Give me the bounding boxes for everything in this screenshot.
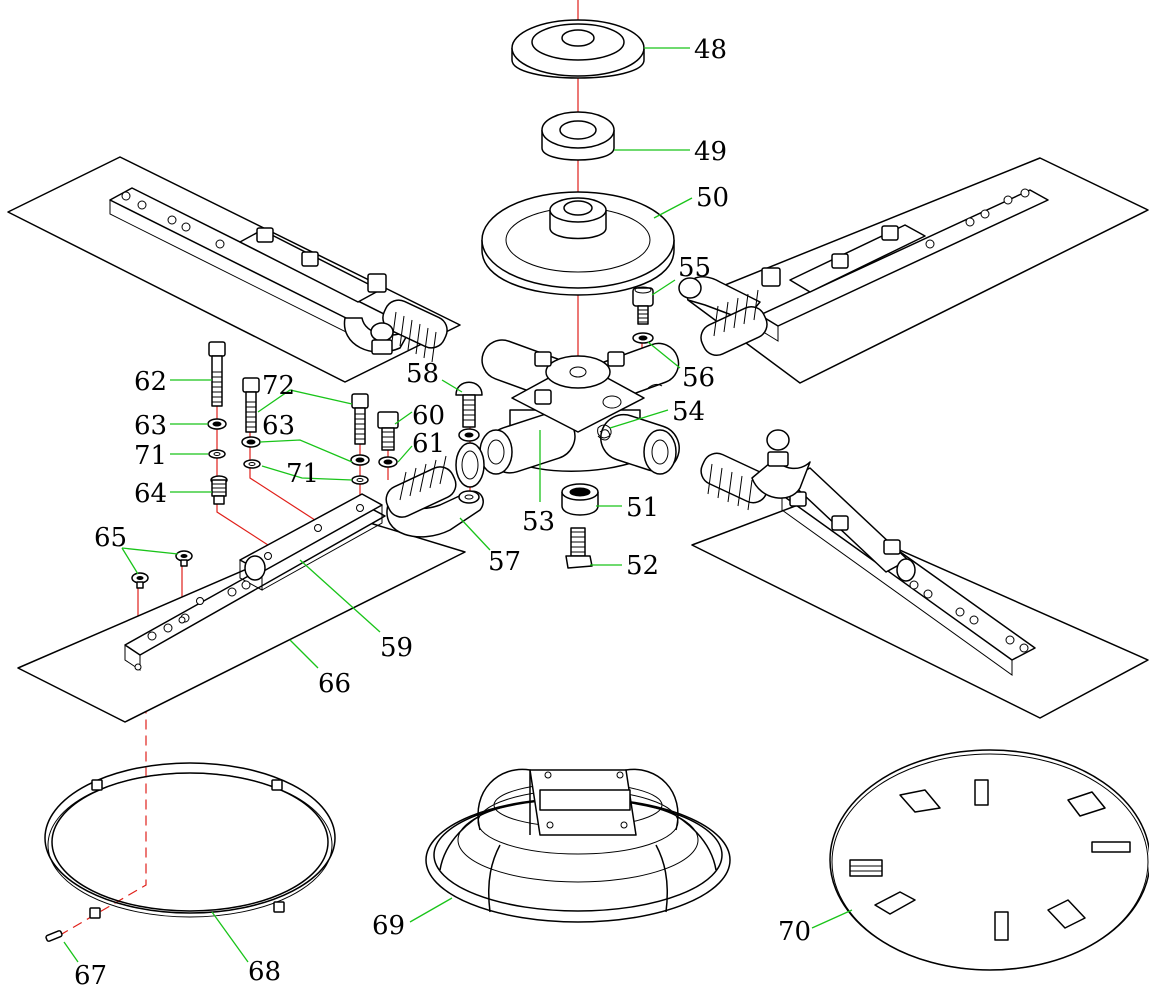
callout-54: 54	[672, 397, 705, 427]
leader-lines	[63, 47, 853, 963]
callout-72: 72	[262, 371, 295, 401]
part-67-small-screw	[45, 930, 63, 942]
part-65-screw-b	[131, 572, 149, 589]
part-57-arm-bracket	[385, 442, 485, 538]
blade-upper-left	[7, 156, 461, 383]
callout-59: 59	[380, 633, 413, 663]
part-58-dome-bolt	[455, 381, 483, 442]
part-55-cap-screw	[632, 286, 654, 325]
part-54-pin	[597, 424, 612, 439]
part-70-float-pan	[829, 749, 1149, 971]
callout-48: 48	[694, 35, 727, 65]
callout-50: 50	[696, 183, 729, 213]
callout-51: 51	[626, 493, 659, 523]
callout-55: 55	[678, 253, 711, 283]
part-72-bolt-b	[351, 393, 369, 445]
blade-lower-left	[17, 493, 466, 723]
part-72-bolt-a	[242, 377, 260, 433]
callout-71-left: 71	[134, 441, 167, 471]
part-65-screw-a	[175, 550, 193, 567]
part-49-spacer	[541, 111, 615, 161]
callout-69: 69	[372, 911, 405, 941]
callout-labels: 48 49 50 55 56 54 53 51 52 57 58 60 61 6…	[74, 35, 811, 989]
callout-64: 64	[134, 479, 167, 509]
callout-70: 70	[778, 917, 811, 947]
part-63-washer-left	[207, 418, 227, 430]
callout-63-middle: 63	[262, 411, 295, 441]
part-48-top-washer	[511, 19, 645, 79]
callout-53: 53	[522, 507, 555, 537]
callout-52: 52	[626, 551, 659, 581]
callout-67: 67	[74, 961, 107, 989]
callout-66: 66	[318, 669, 351, 699]
center-spider-53	[479, 339, 680, 475]
part-61-lock-nut	[378, 456, 398, 468]
part-60-hex-bolt	[377, 411, 399, 451]
part-71-washer-right	[351, 475, 369, 485]
part-69-guard-cage	[425, 768, 731, 923]
part-63-washer-right	[350, 454, 370, 466]
callout-71-middle: 71	[286, 459, 319, 489]
callout-63-left: 63	[134, 411, 167, 441]
callout-60: 60	[412, 401, 445, 431]
blade-lower-right	[691, 429, 1149, 719]
part-56-washer	[632, 332, 654, 344]
part-51-sleeve	[561, 483, 599, 516]
part-68-guard-ring	[44, 762, 336, 919]
part-71-washer-left	[208, 449, 226, 459]
callout-62: 62	[134, 367, 167, 397]
callout-58: 58	[406, 359, 439, 389]
callout-57: 57	[488, 547, 521, 577]
callout-61: 61	[412, 429, 445, 459]
blade-upper-right	[678, 157, 1149, 384]
part-63-washer-middle	[241, 436, 261, 448]
part-71-washer-middle	[243, 459, 261, 469]
part-62-long-bolt	[208, 341, 226, 407]
part-52-hex-bolt	[565, 527, 593, 569]
callout-68: 68	[248, 957, 281, 987]
part-64-short-bolt	[210, 475, 228, 505]
callout-65: 65	[94, 523, 127, 553]
pan-blade-clips	[849, 779, 1131, 941]
callout-56: 56	[682, 363, 715, 393]
part-50-pressure-plate	[481, 191, 675, 296]
callout-49: 49	[694, 137, 727, 167]
